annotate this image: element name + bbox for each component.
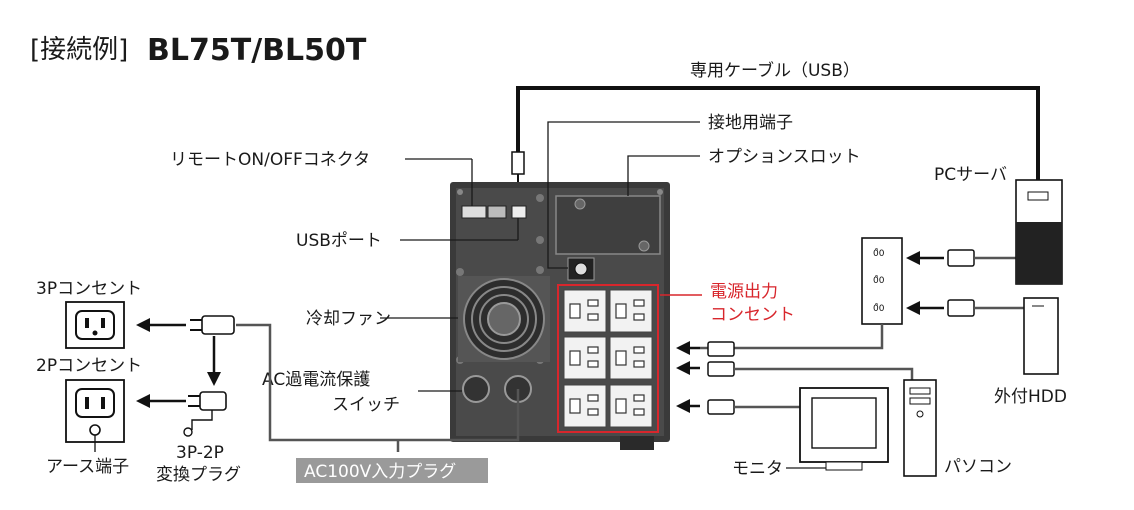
power-output-label-1: 電源出力 bbox=[710, 282, 778, 302]
pc-label: パソコン bbox=[944, 457, 1012, 477]
pc-server-label: PCサーバ bbox=[934, 165, 1007, 185]
cooling-fan-label: 冷却ファン bbox=[306, 309, 391, 329]
external-hdd bbox=[1023, 297, 1059, 375]
monitor bbox=[799, 387, 889, 471]
svg-text:0̊0: 0̊0 bbox=[873, 248, 885, 259]
pc-tower bbox=[903, 379, 937, 477]
power-output-label-2: コンセント bbox=[710, 305, 795, 325]
power-strip: 0̊0 0̊0 0̊0 bbox=[700, 237, 903, 350]
usb-cable-connector bbox=[511, 151, 525, 175]
usb-cable bbox=[516, 86, 1040, 180]
usb-port bbox=[511, 205, 527, 219]
usb-cable-label: 専用ケーブル（USB） bbox=[690, 60, 860, 81]
2p-outlet bbox=[65, 379, 125, 452]
outlet-2p-label: 2Pコンセント bbox=[36, 356, 142, 376]
adapter-label-2: 変換プラグ bbox=[156, 465, 241, 485]
input-power-cable bbox=[236, 323, 520, 442]
outlet-3p-label: 3Pコンセント bbox=[36, 279, 142, 299]
monitor-label: モニタ bbox=[732, 459, 783, 479]
ext-hdd-label: 外付HDD bbox=[994, 387, 1067, 407]
earth-terminal-label: アース端子 bbox=[46, 457, 129, 477]
option-slot-label: オプションスロット bbox=[708, 147, 861, 167]
remote-connector-label: リモートON/OFFコネクタ bbox=[170, 150, 370, 170]
title-prefix: [接続例] bbox=[30, 35, 128, 65]
input-plug-label: AC100V入力プラグ bbox=[304, 462, 456, 482]
ac-breaker-label-2: スイッチ bbox=[332, 395, 400, 415]
title-model: BL75T/BL50T bbox=[147, 33, 367, 68]
3p-plug bbox=[190, 315, 235, 335]
usb-port-label: USBポート bbox=[296, 231, 382, 251]
ground-terminal-label: 接地用端子 bbox=[708, 113, 793, 133]
3p-outlet bbox=[65, 301, 125, 349]
input-plug-badge bbox=[296, 458, 488, 483]
pc-server bbox=[1015, 179, 1063, 285]
svg-text:0̊0: 0̊0 bbox=[873, 275, 885, 286]
ac-breaker-label-1: AC過電流保護 bbox=[262, 370, 370, 390]
power-output-outlets bbox=[557, 284, 659, 433]
ac-breaker bbox=[462, 375, 490, 403]
adapter-label-1: 3P-2P bbox=[176, 443, 224, 463]
3p-2p-adapter bbox=[183, 391, 227, 437]
svg-text:0̊0: 0̊0 bbox=[873, 303, 885, 314]
